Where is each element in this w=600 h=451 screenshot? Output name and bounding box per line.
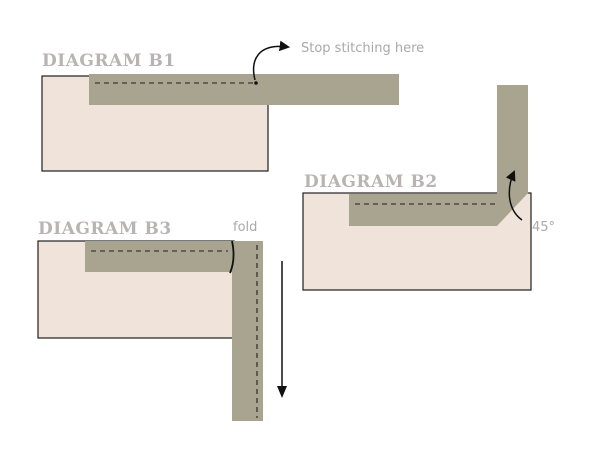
diagram-b2-binding-mitered bbox=[349, 85, 528, 226]
diagram-b1-title: DIAGRAM B1 bbox=[42, 51, 176, 71]
diagram-b3-fold-edge bbox=[229, 240, 235, 274]
diagram-b3-title: DIAGRAM B3 bbox=[38, 219, 172, 239]
diagram-b2-fold-arrow bbox=[505, 170, 523, 221]
diagram-b2: DIAGRAM B2 45° bbox=[302, 85, 555, 291]
diagram-b2-title: DIAGRAM B2 bbox=[304, 172, 438, 192]
diagram-b1-binding-strip bbox=[89, 74, 399, 105]
diagram-b1-note: Stop stitching here bbox=[301, 41, 424, 56]
diagram-b3-down-arrow-head bbox=[277, 386, 287, 398]
diagram-b3: DIAGRAM B3 fold bbox=[37, 219, 287, 421]
diagram-b1-stop-point bbox=[254, 81, 258, 85]
diagram-b3-binding-down bbox=[232, 241, 263, 421]
diagram-b2-angle-label: 45° bbox=[532, 220, 555, 235]
diagram-b1-pointer-arrow bbox=[252, 40, 291, 81]
diagram-b3-fold-label: fold bbox=[233, 220, 257, 235]
diagram-b1: DIAGRAM B1 Stop stitching here bbox=[41, 40, 424, 172]
